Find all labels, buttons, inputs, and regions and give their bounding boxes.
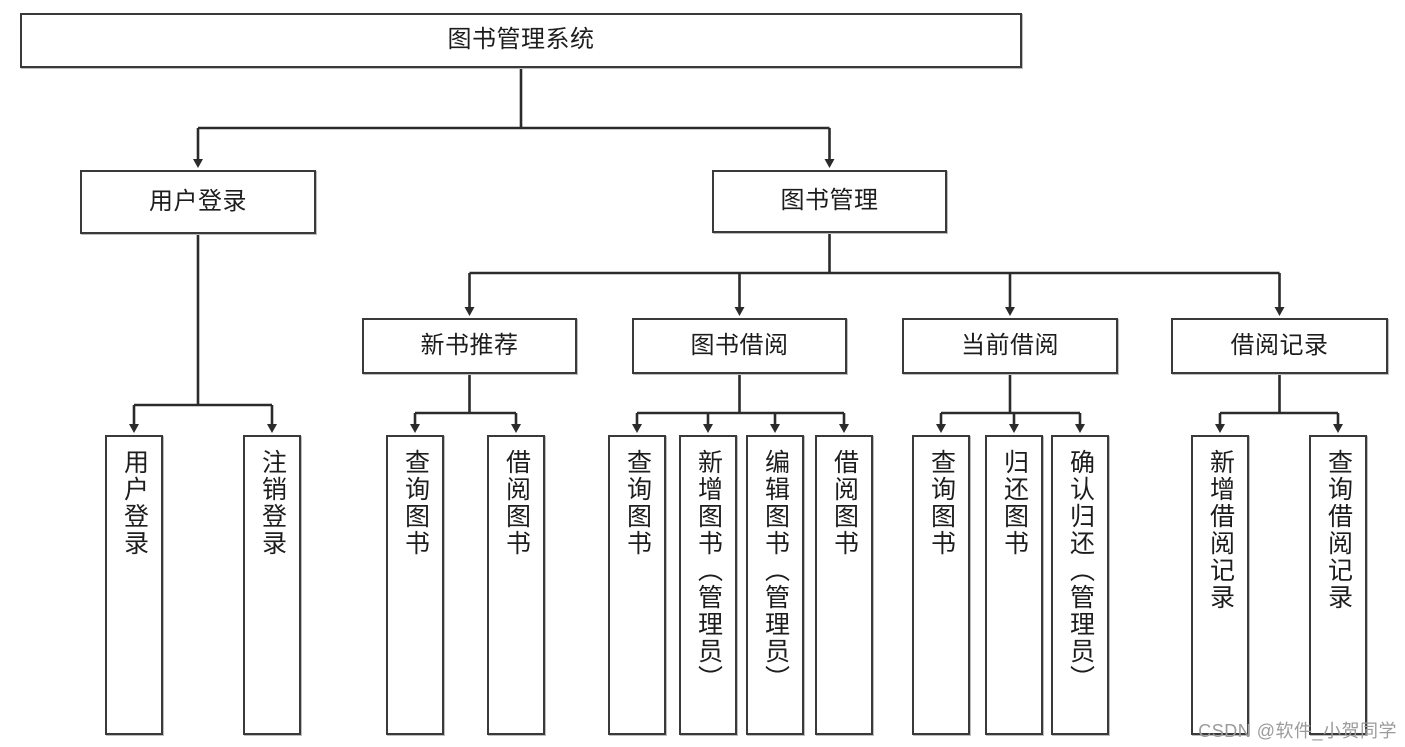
node-leaf-current-return-book[interactable]: 归还图书 <box>985 435 1043 735</box>
node-label: 注销登录 <box>258 449 287 557</box>
node-label: 图书管理系统 <box>447 26 595 54</box>
node-new-book-recommend[interactable]: 新书推荐 <box>362 318 577 374</box>
node-leaf-borrow-edit-book[interactable]: 编辑图书（管理员） <box>746 435 804 735</box>
node-label: 确认归还（管理员） <box>1066 449 1095 692</box>
node-leaf-record-add[interactable]: 新增借阅记录 <box>1191 435 1249 735</box>
node-user-login[interactable]: 用户登录 <box>80 170 316 234</box>
node-label: 图书管理 <box>780 187 879 215</box>
node-label: 编辑图书（管理员） <box>761 449 790 692</box>
node-label: 查询图书 <box>927 449 956 557</box>
node-label: 用户登录 <box>149 187 247 215</box>
node-leaf-borrow-add-book[interactable]: 新增图书（管理员） <box>679 435 737 735</box>
node-leaf-current-query-book[interactable]: 查询图书 <box>912 435 970 735</box>
node-leaf-record-query[interactable]: 查询借阅记录 <box>1309 435 1367 735</box>
node-label: 新增图书（管理员） <box>694 449 723 692</box>
node-label: 查询借阅记录 <box>1324 449 1353 611</box>
node-leaf-borrow-query-book[interactable]: 查询图书 <box>608 435 666 735</box>
node-leaf-current-confirm-return[interactable]: 确认归还（管理员） <box>1051 435 1109 735</box>
node-current-borrow[interactable]: 当前借阅 <box>902 318 1118 374</box>
node-root[interactable]: 图书管理系统 <box>20 13 1022 68</box>
node-label: 查询图书 <box>401 449 430 557</box>
node-leaf-recommend-query-book[interactable]: 查询图书 <box>386 435 444 735</box>
node-label: 新书推荐 <box>420 331 519 359</box>
node-label: 借阅记录 <box>1230 331 1329 359</box>
node-leaf-recommend-borrow-book[interactable]: 借阅图书 <box>487 435 545 735</box>
node-label: 用户登录 <box>120 449 149 557</box>
node-label: 新增借阅记录 <box>1206 449 1235 611</box>
watermark: CSDN @软件_小贺同学 <box>1198 721 1397 741</box>
node-leaf-user-logout[interactable]: 注销登录 <box>243 435 301 735</box>
node-book-borrow[interactable]: 图书借阅 <box>632 318 847 374</box>
node-label: 归还图书 <box>1000 449 1029 557</box>
node-label: 借阅图书 <box>502 449 531 557</box>
node-leaf-borrow-borrow-book[interactable]: 借阅图书 <box>815 435 873 735</box>
node-book-management[interactable]: 图书管理 <box>712 170 947 233</box>
node-label: 借阅图书 <box>830 449 859 557</box>
node-label: 查询图书 <box>623 449 652 557</box>
node-label: 图书借阅 <box>690 331 789 359</box>
node-label: 当前借阅 <box>961 331 1059 359</box>
node-leaf-user-login[interactable]: 用户登录 <box>105 435 163 735</box>
node-borrow-record[interactable]: 借阅记录 <box>1171 318 1388 374</box>
